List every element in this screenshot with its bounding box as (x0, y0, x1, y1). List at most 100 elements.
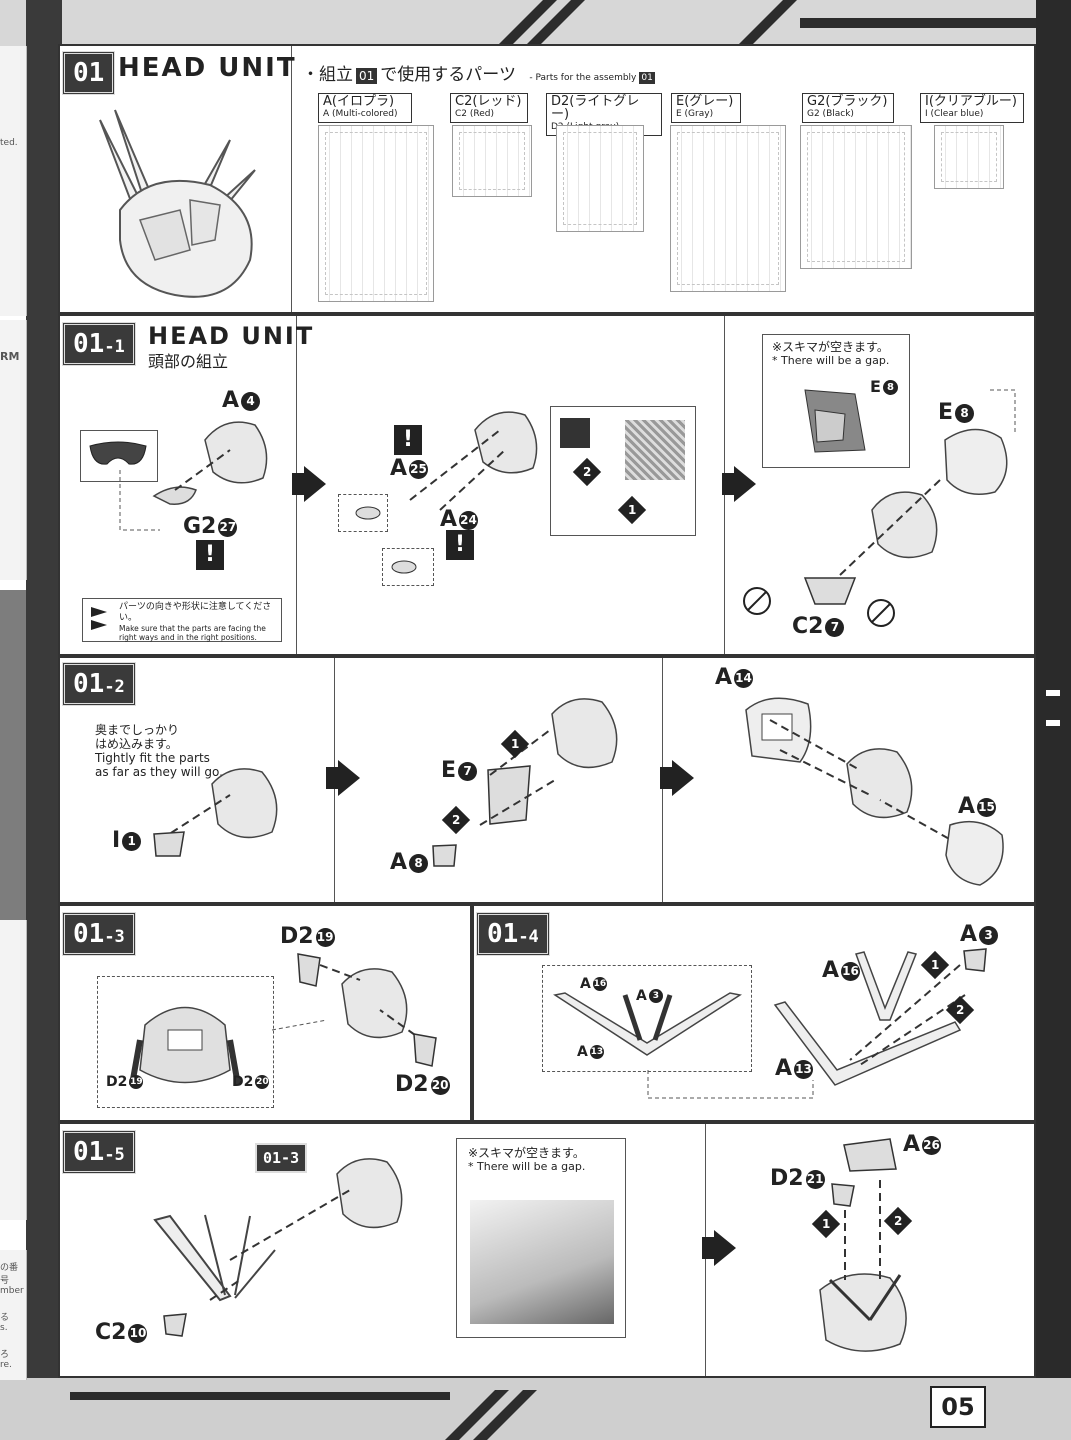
head-core-icon (341, 968, 408, 1039)
part-g2-27-icon (152, 486, 197, 505)
step-label: 01-3 (62, 912, 136, 956)
head-core-icon (846, 748, 913, 819)
neighbor-text: RM (0, 350, 20, 363)
fit-note: 奥までしっかり はめ込みます。 Tightly fit the parts as… (95, 723, 223, 779)
no-cut-icon (867, 599, 895, 627)
caution-icon: ! (394, 425, 422, 455)
step-flow-arrow (292, 466, 326, 502)
part-a3-icon (963, 948, 987, 972)
neighbor-page-strip: の番号 mber る s. ろ re. (0, 1250, 27, 1380)
neighbor-page-strip: ted. (0, 46, 27, 316)
insert-arrow (839, 479, 941, 576)
insert-arrow (479, 729, 556, 826)
part-a14-icon (745, 697, 812, 763)
gap-note: ※スキマが空きます。* There will be a gap. (468, 1146, 586, 1173)
runner-label-c2: C2(レッド)C2 (Red) (450, 93, 528, 123)
step-label: 01-1 (62, 322, 136, 366)
step-title-jp: 頭部の組立 (148, 352, 229, 371)
v-antenna-assembly-icon (153, 1214, 276, 1302)
leader-line (990, 389, 1016, 432)
detail-zoom-image (625, 420, 685, 480)
part-a15-icon (945, 820, 1004, 886)
part-detail-box (382, 548, 434, 586)
insert-arrow (209, 1189, 351, 1301)
neighbor-text: mber (0, 1286, 24, 1296)
neighbor-text: る (0, 1313, 10, 1323)
part-a25-icon (355, 506, 381, 520)
part-i1-icon (153, 831, 185, 857)
no-cut-icon (743, 587, 771, 615)
runner-g2-illustration (800, 125, 912, 269)
neighbor-text: の番号 (0, 1263, 19, 1286)
runner-e-illustration (670, 125, 786, 292)
ref-step-label: 01-3 (255, 1143, 308, 1173)
runner-i-illustration (934, 125, 1004, 189)
part-c2-10-icon (163, 1313, 187, 1337)
insert-arrow (769, 719, 961, 846)
neighbor-photo (0, 590, 26, 920)
panel-divider (291, 46, 292, 312)
step-flow-arrow (326, 760, 360, 796)
parts-header-jp: で使用するパーツ (380, 65, 516, 85)
runner-label-a: A(イロプラ)A (Multi-colored) (318, 93, 412, 123)
parts-header-step-box: 01 (356, 68, 378, 84)
insert-arrow (174, 449, 231, 491)
part-c2-7-icon (803, 577, 857, 605)
frame-tick (1046, 690, 1060, 696)
gap-note-box (456, 1138, 626, 1338)
step-01-4-panel (472, 904, 1036, 1122)
runner-a-illustration (318, 125, 434, 302)
head-core-icon (474, 411, 538, 474)
part-detail-box (338, 494, 388, 532)
gap-note: ※スキマが空きます。* There will be a gap. (772, 340, 890, 367)
caution-icon: ! (196, 540, 224, 570)
step-title: HEAD UNIT (148, 322, 315, 350)
step-label: 01-2 (62, 662, 136, 706)
step-flow-arrow (660, 760, 694, 796)
leader-line (647, 1070, 814, 1099)
v-antenna-base-icon (773, 1001, 962, 1086)
eye-visor-detail-box (80, 430, 158, 482)
head-assembly-icon (819, 1273, 907, 1352)
page-number: 05 (930, 1386, 986, 1428)
insert-arrow (409, 429, 506, 511)
runner-label-g2: G2(ブラック)G2 (Black) (802, 93, 894, 123)
head-core-icon (204, 421, 268, 484)
eye-visor-icon (89, 441, 147, 465)
head-shell-icon (944, 428, 1008, 495)
head-unit-illustration (99, 109, 256, 298)
step-label: 01-5 (62, 1130, 136, 1174)
head-core-icon (211, 768, 278, 839)
gap-detail-image (470, 1200, 614, 1324)
part-d2-21-icon (831, 1183, 855, 1207)
caution-note-box: パーツの向きや形状に注意してください。 Make sure that the p… (82, 598, 282, 642)
neighbor-text: s. (0, 1323, 8, 1333)
part-a24-icon (391, 560, 417, 574)
caution-icon: ! (446, 530, 474, 560)
head-core-icon (871, 491, 938, 559)
step-flow-arrow (702, 1230, 736, 1266)
runner-label-i: I(クリアブルー)I (Clear blue) (920, 93, 1024, 123)
neighbor-page-strip: RM (0, 320, 27, 580)
neighbor-text: re. (0, 1360, 12, 1370)
part-a8-icon (432, 844, 457, 867)
